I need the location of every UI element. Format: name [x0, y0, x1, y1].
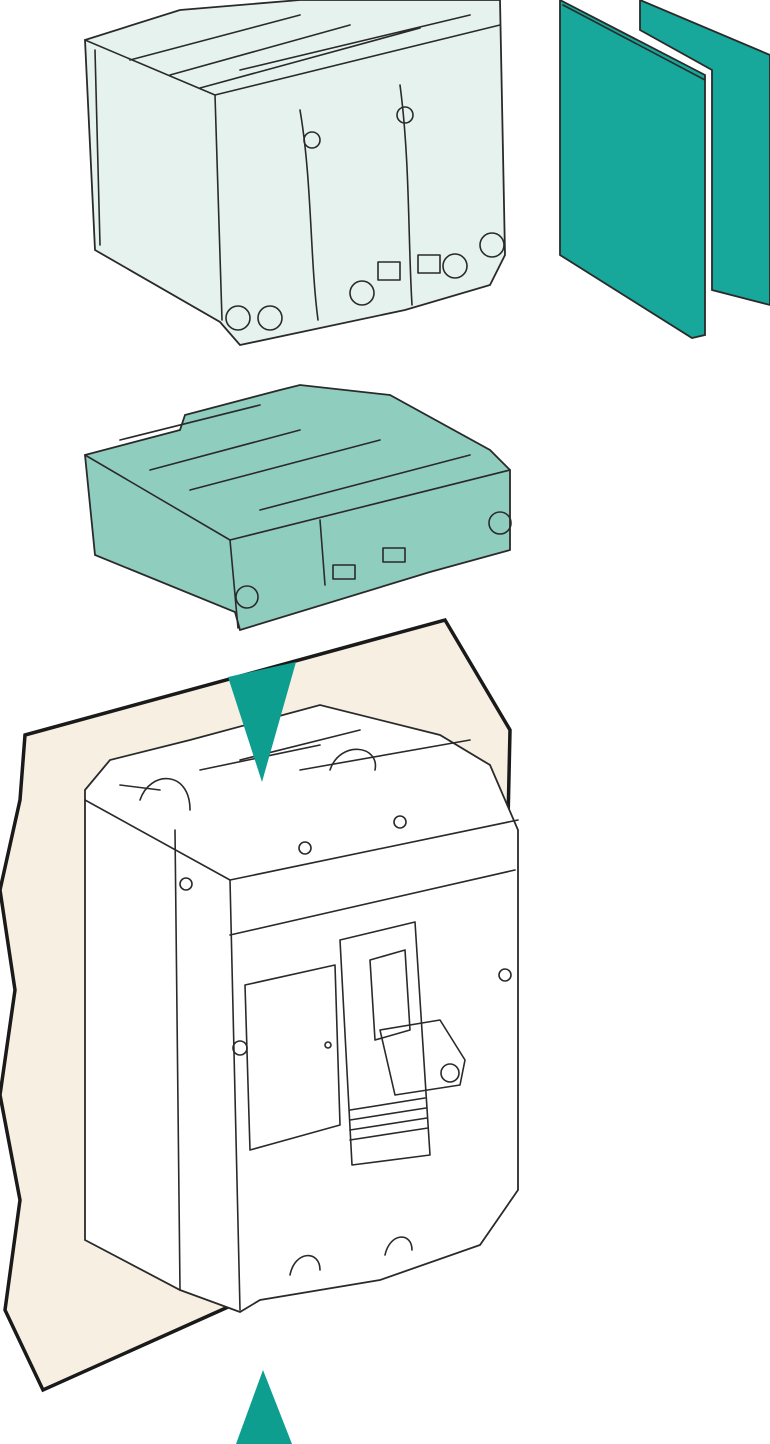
insert-arrow-top [228, 662, 296, 782]
phase-barriers [559, 0, 770, 339]
terminal-shield [84, 384, 512, 632]
insert-arrow-bottom [236, 1370, 292, 1444]
terminal-cover [84, 0, 506, 346]
circuit-breaker [84, 704, 519, 1313]
